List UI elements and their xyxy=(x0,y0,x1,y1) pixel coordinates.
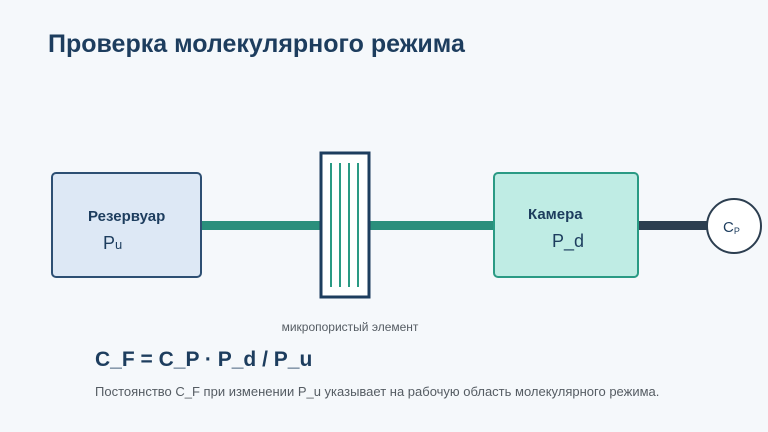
chamber-pressure-symbol: P_d xyxy=(552,231,584,252)
reservoir-label: Резервуар xyxy=(88,208,165,225)
formula: C_F = C_P · P_d / P_u xyxy=(95,348,313,371)
pipe-chamber-to-gauge xyxy=(637,221,709,230)
page-title: Проверка молекулярного режима xyxy=(48,30,465,58)
reservoir-pressure-symbol: Pu xyxy=(103,233,122,253)
chamber-label: Камера xyxy=(528,206,583,223)
pipe-reservoir-to-element xyxy=(201,221,321,230)
caption: Постоянство C_F при изменении P_u указыв… xyxy=(95,384,660,399)
gauge-symbol: CP xyxy=(723,219,740,236)
element-label: микропористый элемент xyxy=(281,320,419,334)
chamber-box: Камера P_d xyxy=(493,172,639,278)
reservoir-box: Резервуар Pu xyxy=(51,172,202,278)
gauge-circle: CP xyxy=(706,198,762,254)
pipe-element-to-chamber xyxy=(369,221,495,230)
microporous-element xyxy=(319,151,371,299)
